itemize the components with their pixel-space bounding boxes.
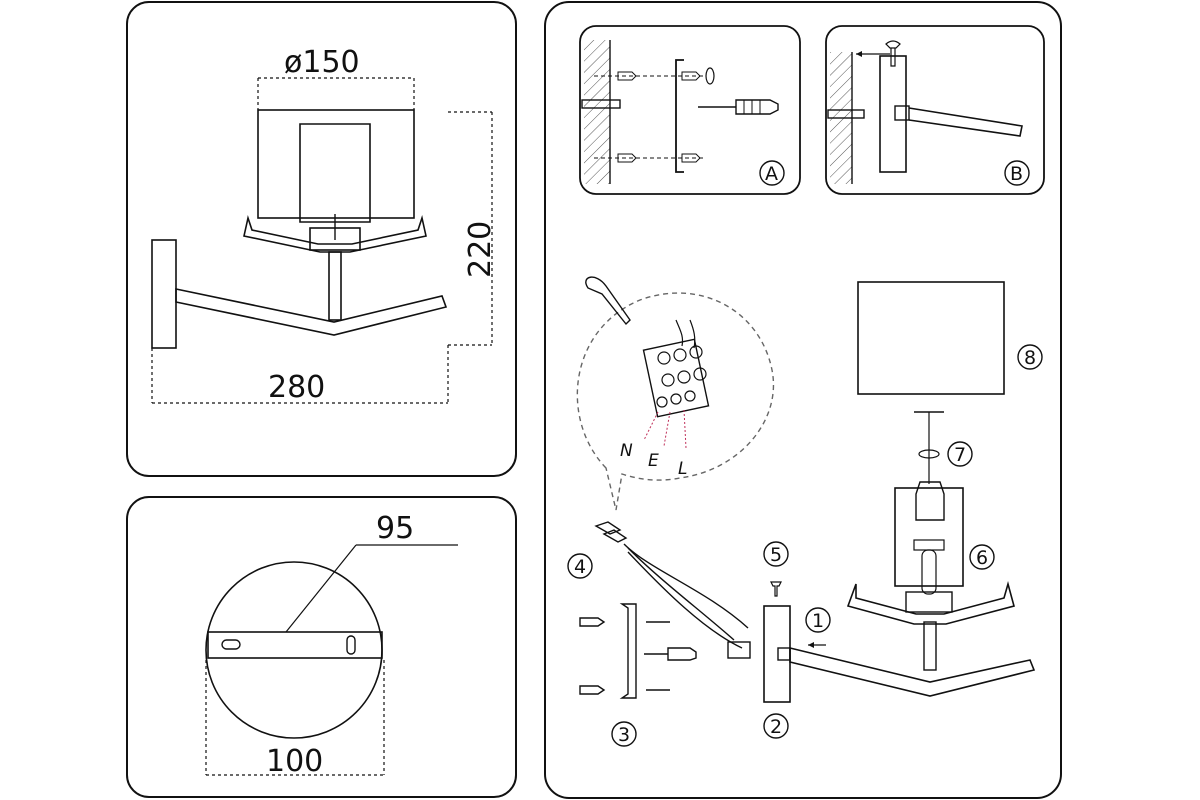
shade-cup-part xyxy=(846,581,1015,625)
width-label: 280 xyxy=(268,370,325,405)
step-1-label: 1 xyxy=(812,610,824,632)
screw-icon xyxy=(885,40,901,67)
wiring-callout: N E L xyxy=(576,276,775,511)
wire-neutral-label: N xyxy=(620,441,633,461)
dimension-lines xyxy=(151,77,493,404)
wire-stripper-icon xyxy=(585,276,631,326)
mounting-bracket xyxy=(207,631,383,659)
glass-diffuser xyxy=(299,123,371,223)
detail-a: A xyxy=(579,25,801,195)
arm-part xyxy=(789,646,1036,697)
step-3-badge xyxy=(611,721,637,747)
detail-b-label: B xyxy=(1010,163,1023,185)
terminal-block xyxy=(642,338,710,418)
step-5-badge xyxy=(763,541,789,567)
step-6-badge xyxy=(969,544,995,570)
wall-plate-side xyxy=(879,55,907,173)
detail-a-label: A xyxy=(765,163,778,185)
wire-live-label: L xyxy=(678,459,687,479)
small-screw-icon xyxy=(770,581,782,597)
bracket-width-label: 95 xyxy=(376,511,414,546)
step-5-label: 5 xyxy=(770,544,782,566)
panel-front-dimensions: ø150 220 280 xyxy=(126,1,517,477)
bracket-slot-left xyxy=(221,639,241,650)
rotate-arrow-icon xyxy=(918,449,940,459)
step-2-badge xyxy=(763,713,789,739)
lamp-stem xyxy=(328,251,342,321)
base-diameter-label: 100 xyxy=(266,744,323,779)
detail-a-badge xyxy=(759,160,785,186)
lamp-arm xyxy=(175,288,448,336)
glass-part xyxy=(894,487,964,587)
height-label: 220 xyxy=(463,221,498,278)
panel-installation: A B xyxy=(544,1,1062,799)
detail-b: B xyxy=(825,25,1045,195)
shade-cup xyxy=(243,215,427,253)
shade-diameter-label: ø150 xyxy=(284,45,360,80)
bulb-socket xyxy=(915,481,945,521)
step-8-badge xyxy=(1017,344,1043,370)
panel-base-dimensions: 95 100 xyxy=(126,496,517,798)
wire-earth-label: E xyxy=(648,451,659,471)
detail-b-badge xyxy=(1004,160,1030,186)
step-7-badge xyxy=(947,441,973,467)
step-6-label: 6 xyxy=(976,547,988,569)
screwdriver-icon xyxy=(698,99,779,115)
step-1-badge xyxy=(805,607,831,633)
step-8-label: 8 xyxy=(1024,347,1036,369)
wall-plate xyxy=(151,239,177,349)
shade-part xyxy=(857,281,1005,395)
step-3-label: 3 xyxy=(618,724,630,746)
lamp-shade xyxy=(257,109,415,219)
step-2-label: 2 xyxy=(770,716,782,738)
bulb-holder xyxy=(309,227,361,251)
bracket-slot-right xyxy=(346,635,356,655)
bracket-kit xyxy=(579,603,697,699)
wall-plate-part xyxy=(763,605,791,703)
wires-part xyxy=(594,521,751,659)
step-7-label: 7 xyxy=(954,444,966,466)
step-4-badge xyxy=(567,553,593,579)
step-4-label: 4 xyxy=(574,556,586,578)
